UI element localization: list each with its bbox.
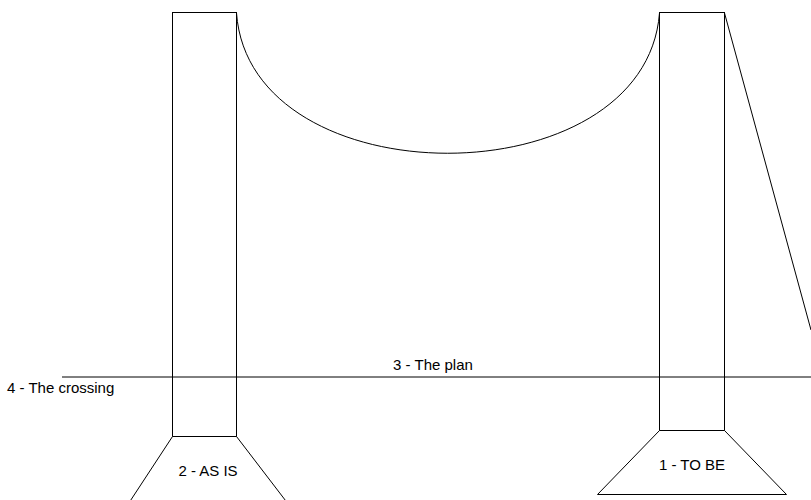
footing-shape — [131, 437, 286, 500]
footing-shape — [598, 431, 787, 495]
anchor-cable — [725, 13, 811, 330]
footing-label: 1 - TO BE — [659, 456, 725, 474]
suspension-cable — [237, 13, 660, 153]
footing-label: 2 - AS IS — [178, 462, 237, 480]
callout-label: 3 - The plan — [391, 356, 475, 374]
callout-label: 4 - The crossing — [5, 379, 116, 397]
right-tower — [660, 13, 725, 431]
water-line — [62, 377, 811, 378]
left-tower — [173, 13, 237, 437]
footing-trapezoid: 2 - AS IS — [130, 436, 286, 500]
footing-trapezoid: 1 - TO BE — [597, 430, 787, 494]
